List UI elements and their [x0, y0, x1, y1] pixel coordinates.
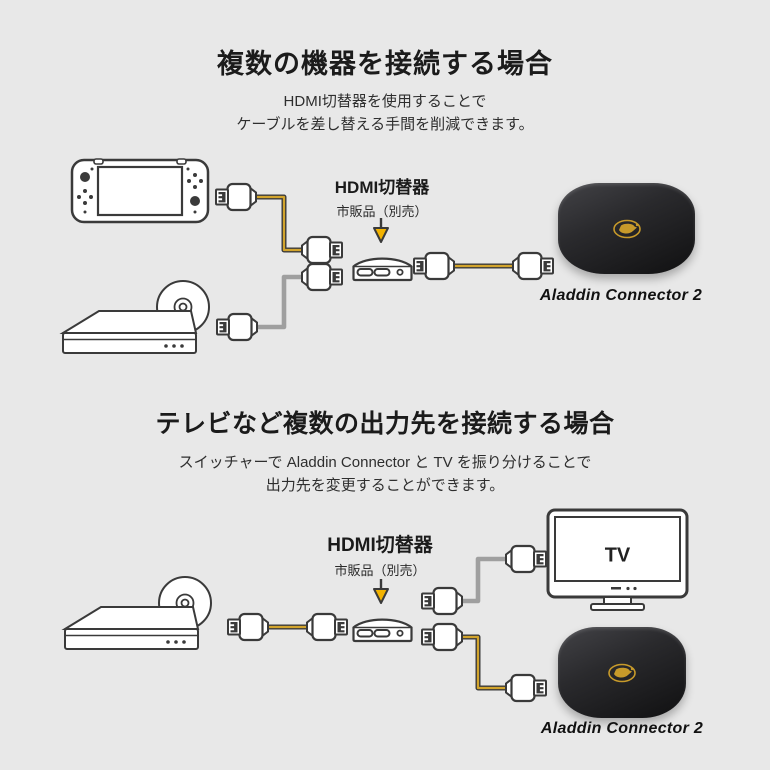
tv-illustration: TV: [546, 508, 689, 611]
section2-subtitle-line1: スイッチャーで Aladdin Connector と TV を振り分けることで: [178, 454, 592, 471]
hdmi-cable-gray-switcher-to-tv: [460, 556, 507, 604]
hdmi-cable-yellow-switcher-to-aladdin: [460, 634, 507, 691]
hdmi-switcher-note: 市販品（別売）: [334, 563, 426, 578]
hdmi-cable-gray-bluray-to-switcher: [255, 274, 302, 330]
aladdin-connector-photo: [558, 627, 686, 718]
hdmi-connector-icon: [300, 262, 344, 292]
device-label: Aladdin Connector 2: [539, 287, 703, 304]
bluray-player-illustration: [64, 576, 212, 650]
section1-subtitle-line2: ケーブルを差し替える手間を削減できます。: [236, 116, 534, 133]
hdmi-connector-icon: [215, 312, 259, 342]
section1-subtitle-line1: HDMI切替器を使用することで: [283, 93, 487, 110]
down-arrow-icon: [372, 577, 390, 605]
bluray-player-illustration: [62, 280, 210, 354]
hdmi-connector-icon: [504, 544, 548, 574]
device-label: Aladdin Connector 2: [540, 720, 704, 737]
section2-subtitle: スイッチャーで Aladdin Connector と TV を振り分けることで…: [0, 451, 770, 497]
hdmi-switcher-illustration: [352, 618, 413, 643]
section1-switcher-label: HDMI切替器 市販品（別売）: [282, 173, 482, 220]
hdmi-connector-icon: [300, 235, 344, 265]
section2-switcher-label: HDMI切替器 市販品（別売）: [280, 530, 480, 579]
down-arrow-icon: [372, 216, 390, 244]
hdmi-switcher-note: 市販品（別売）: [336, 204, 428, 219]
hdmi-connector-icon: [226, 612, 270, 642]
tv-label: TV: [605, 544, 631, 566]
hdmi-switcher-label: HDMI切替器: [334, 178, 430, 197]
section1-subtitle: HDMI切替器を使用することで ケーブルを差し替える手間を削減できます。: [0, 90, 770, 136]
aladdin-connector-photo: [558, 183, 695, 274]
section2-subtitle-line2: 出力先を変更することができます。: [265, 477, 505, 494]
hdmi-connector-icon: [420, 622, 464, 652]
hdmi-cable-yellow-switch-to-switcher: [255, 194, 302, 253]
hdmi-switcher-illustration: [352, 257, 413, 282]
aladdin-lamp-logo-icon: [612, 219, 641, 238]
section1-title: 複数の機器を接続する場合: [217, 49, 553, 79]
hdmi-connector-icon: [305, 612, 349, 642]
hdmi-connector-icon: [214, 182, 258, 212]
hdmi-connector-icon: [420, 586, 464, 616]
hdmi-connector-icon: [412, 251, 456, 281]
aladdin-lamp-logo-icon: [608, 663, 636, 682]
hdmi-switcher-label: HDMI切替器: [327, 535, 433, 556]
hdmi-connector-icon: [504, 673, 548, 703]
section2-title: テレビなど複数の出力先を接続する場合: [155, 410, 615, 438]
nintendo-switch-illustration: [70, 158, 210, 224]
hdmi-connector-icon: [511, 251, 555, 281]
